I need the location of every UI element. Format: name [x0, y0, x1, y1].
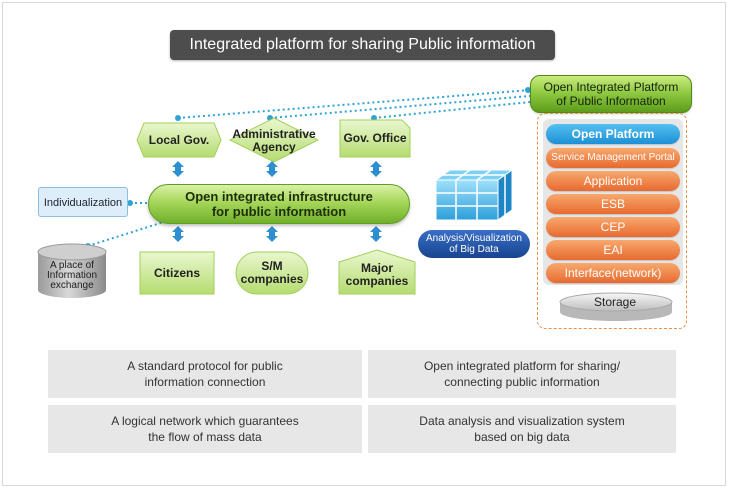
- info-box-1-line2: information connection: [144, 375, 266, 389]
- cube-grid-icon: [434, 169, 514, 221]
- layer-service-management-portal: Service Management Portal: [546, 148, 680, 168]
- local-gov-shape: [136, 122, 222, 158]
- citizens-label: Citizens: [153, 265, 200, 280]
- layer-interface-network: Interface(network): [546, 263, 680, 283]
- oip-title-line2: of Public Information: [556, 94, 666, 108]
- major-companies-label: Major companies: [339, 256, 415, 294]
- major-companies-node: Major companies: [339, 256, 415, 294]
- open-platform-title: Open Integrated Platform of Public Infor…: [530, 75, 692, 113]
- sm-companies-node: S/M companies: [236, 252, 308, 294]
- database-cylinder-icon: [37, 243, 107, 298]
- major-companies-shape: [338, 249, 416, 295]
- info-box-4-line1: Data analysis and visualization system: [419, 414, 625, 428]
- citizens-shape: [139, 251, 215, 295]
- diagram-frame: [2, 2, 726, 486]
- layer-application: Application: [546, 171, 680, 191]
- info-exchange-line3: exchange: [50, 280, 94, 291]
- admin-agency-line2: Agency: [252, 140, 296, 154]
- admin-agency-label: Administrative Agency: [226, 122, 322, 160]
- admin-agency-line1: Administrative: [232, 127, 316, 141]
- info-exchange-label: A place of Information exchange: [36, 258, 108, 294]
- dotted-connectors: [87, 89, 531, 247]
- sm-companies-label: S/M companies: [236, 252, 308, 294]
- info-box-3-line1: A logical network which guarantees: [111, 414, 299, 428]
- sm-companies-shape: [235, 251, 309, 295]
- info-box-protocol: A standard protocol for public informati…: [48, 350, 362, 398]
- info-box-2-line1: Open integrated platform for sharing/: [423, 359, 621, 373]
- info-box-1-line1: A standard protocol for public: [127, 359, 283, 373]
- info-box-4-line2: based on big data: [474, 430, 570, 444]
- sm-line1: S/M: [261, 259, 283, 273]
- info-exchange-line1: A place of: [50, 260, 94, 271]
- open-infrastructure-node: Open integrated infrastructure for publi…: [148, 184, 410, 224]
- layer-open-platform: Open Platform: [546, 124, 680, 144]
- gov-office-shape: [339, 119, 411, 158]
- info-box-platform: Open integrated platform for sharing/ co…: [368, 350, 676, 398]
- gov-office-label: Gov. Office: [343, 131, 407, 145]
- local-gov-label: Local Gov.: [148, 132, 210, 147]
- analysis-line1: Analysis/Visualization: [426, 233, 522, 244]
- major-line2: companies: [345, 274, 409, 288]
- infra-line2: for public information: [211, 204, 347, 219]
- up-down-arrows: [172, 161, 382, 242]
- sm-line2: companies: [240, 272, 304, 286]
- gov-office-node: Gov. Office: [340, 120, 410, 157]
- individualization-box: Individualization: [38, 187, 128, 217]
- info-box-network: A logical network which guarantees the f…: [48, 405, 362, 453]
- layer-cep: CEP: [546, 217, 680, 237]
- open-platform-panel: [537, 113, 687, 329]
- connector-dots: [85, 87, 531, 249]
- layer-eai: EAI: [546, 240, 680, 260]
- info-box-3-line2: the flow of mass data: [148, 430, 262, 444]
- analysis-line2: of Big Data: [449, 244, 499, 255]
- info-box-2-line2: connecting public information: [444, 375, 600, 389]
- storage-label: Storage: [593, 295, 637, 309]
- diagram-title: Integrated platform for sharing Public i…: [170, 30, 555, 60]
- admin-agency-node: Administrative Agency: [226, 122, 322, 160]
- storage-disk-icon: [559, 292, 673, 321]
- admin-agency-shape: [228, 117, 320, 163]
- info-box-analysis: Data analysis and visualization system b…: [368, 405, 676, 453]
- analysis-label: Analysis/Visualization of Big Data: [418, 230, 530, 258]
- infra-line1: Open integrated infrastructure: [185, 189, 373, 204]
- info-exchange-line2: Information: [46, 270, 98, 281]
- local-gov-node: Local Gov.: [137, 123, 221, 157]
- oip-title-line1: Open Integrated Platform: [543, 80, 679, 94]
- layer-esb: ESB: [546, 194, 680, 214]
- citizens-node: Citizens: [140, 252, 214, 294]
- major-line1: Major: [360, 261, 393, 275]
